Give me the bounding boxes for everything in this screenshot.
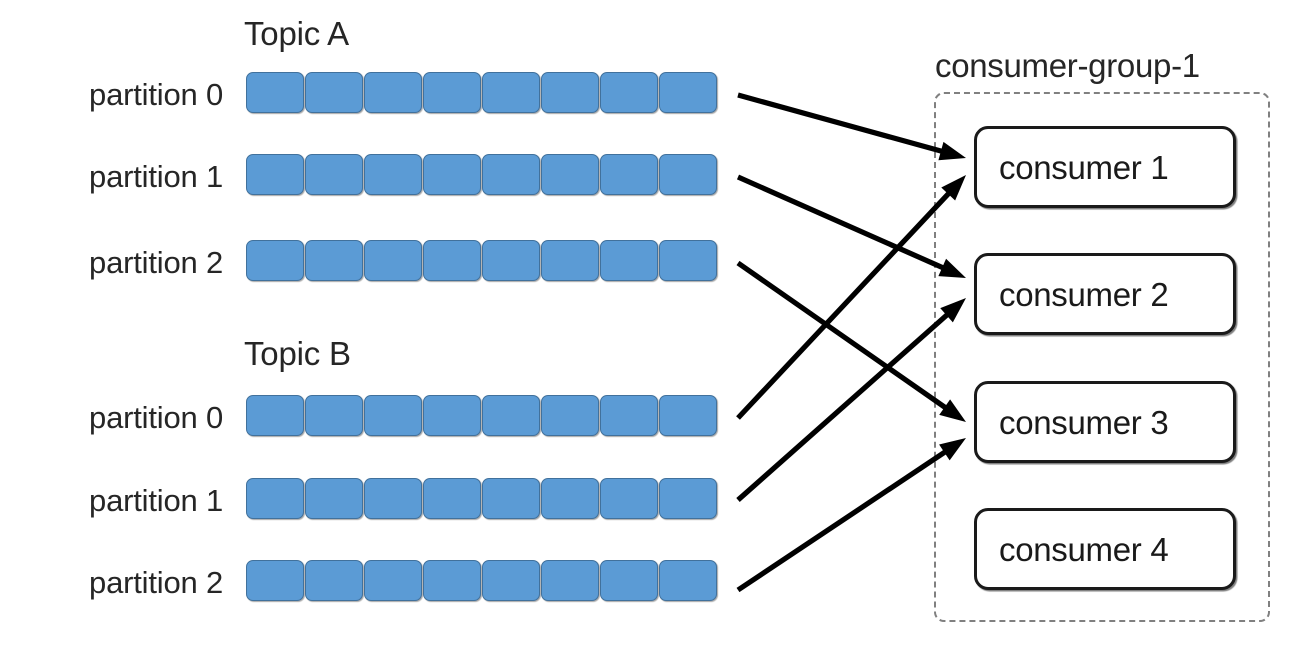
- partition-cell: [305, 240, 363, 281]
- partition-cell: [423, 154, 481, 195]
- partition-cell: [541, 240, 599, 281]
- partition-cell: [482, 478, 540, 519]
- consumer-box-2[interactable]: consumer 2: [974, 253, 1236, 335]
- partition-label-b2: partition 2: [89, 565, 223, 600]
- consumer-label-3: consumer 3: [999, 403, 1169, 441]
- partition-cell: [246, 72, 304, 113]
- partition-cell: [541, 560, 599, 601]
- consumer-box-4[interactable]: consumer 4: [974, 508, 1236, 590]
- partition-cell: [305, 478, 363, 519]
- partition-cell: [659, 154, 717, 195]
- partition-cell: [423, 395, 481, 436]
- partition-cell: [423, 240, 481, 281]
- partition-cell: [423, 478, 481, 519]
- topic-title-a: Topic A: [244, 15, 349, 52]
- arrow-line: [736, 260, 952, 413]
- partition-cell: [246, 395, 304, 436]
- partition-cell: [541, 478, 599, 519]
- consumer-label-4: consumer 4: [999, 530, 1169, 568]
- partition-cell: [423, 72, 481, 113]
- arrow-line: [736, 187, 955, 420]
- consumer-box-1[interactable]: consumer 1: [974, 126, 1236, 208]
- topic-title-b: Topic B: [244, 335, 351, 372]
- partition-cell: [305, 154, 363, 195]
- partition-cell: [482, 72, 540, 113]
- partition-label-b1: partition 1: [89, 483, 223, 518]
- partition-cell: [600, 395, 658, 436]
- consumer-box-3[interactable]: consumer 3: [974, 381, 1236, 463]
- partition-cell: [246, 240, 304, 281]
- partition-label-a0: partition 0: [89, 77, 223, 112]
- partition-label-a2: partition 2: [89, 245, 223, 280]
- partition-label-a1: partition 1: [89, 159, 223, 194]
- partition-cell: [600, 560, 658, 601]
- partition-cell: [364, 478, 422, 519]
- arrow-line: [736, 174, 949, 273]
- partition-row-a0: [246, 72, 717, 113]
- partition-cell: [305, 72, 363, 113]
- partition-row-b1: [246, 478, 717, 519]
- partition-cell: [541, 395, 599, 436]
- partition-cell: [246, 154, 304, 195]
- partition-row-b0: [246, 395, 717, 436]
- partition-cell: [600, 240, 658, 281]
- partition-cell: [600, 478, 658, 519]
- partition-cell: [541, 154, 599, 195]
- partition-row-a1: [246, 154, 717, 195]
- consumer-label-1: consumer 1: [999, 148, 1169, 186]
- partition-cell: [659, 72, 717, 113]
- partition-cell: [305, 560, 363, 601]
- partition-cell: [364, 240, 422, 281]
- partition-row-b2: [246, 560, 717, 601]
- consumer-group-title: consumer-group-1: [935, 47, 1200, 84]
- partition-cell: [423, 560, 481, 601]
- partition-cell: [482, 395, 540, 436]
- partition-cell: [659, 478, 717, 519]
- partition-cell: [659, 240, 717, 281]
- partition-cell: [364, 560, 422, 601]
- partition-cell: [600, 154, 658, 195]
- arrow-line: [736, 309, 953, 502]
- partition-cell: [482, 560, 540, 601]
- partition-label-b0: partition 0: [89, 400, 223, 435]
- partition-cell: [364, 395, 422, 436]
- partition-cell: [246, 478, 304, 519]
- partition-cell: [659, 560, 717, 601]
- partition-cell: [305, 395, 363, 436]
- consumer-label-2: consumer 2: [999, 275, 1169, 313]
- partition-cell: [364, 72, 422, 113]
- partition-cell: [541, 72, 599, 113]
- partition-row-a2: [246, 240, 717, 281]
- partition-cell: [246, 560, 304, 601]
- partition-cell: [600, 72, 658, 113]
- partition-cell: [364, 154, 422, 195]
- arrow-line: [736, 446, 951, 593]
- partition-cell: [659, 395, 717, 436]
- partition-cell: [482, 154, 540, 195]
- arrow-line: [737, 92, 948, 156]
- partition-cell: [482, 240, 540, 281]
